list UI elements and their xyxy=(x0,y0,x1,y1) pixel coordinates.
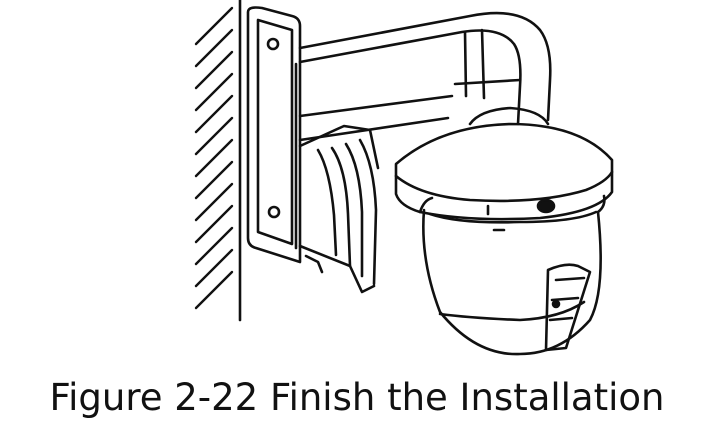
mounting-plate xyxy=(246,6,302,264)
wall-hatching xyxy=(194,6,234,310)
camera-housing xyxy=(394,106,614,356)
wall-mount-dome-camera-icon xyxy=(194,0,614,356)
figure-caption: Figure 2-22 Finish the Installation xyxy=(49,376,665,419)
bracket-arm xyxy=(294,11,552,294)
